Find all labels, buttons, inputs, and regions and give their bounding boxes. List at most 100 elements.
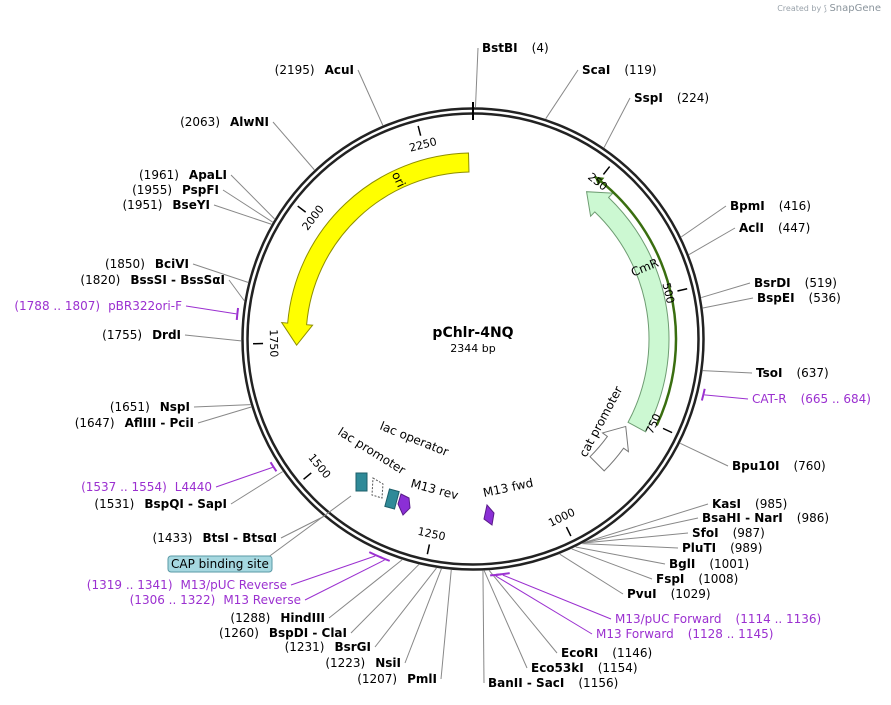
site-label-bgli[interactable]: BglI(1001) — [669, 557, 749, 571]
primer-label-cat-r[interactable]: CAT-R(665 .. 684) — [752, 392, 871, 406]
cap-site-box[interactable] — [355, 472, 368, 492]
site-label-btsi[interactable]: (1433)BtsI - BtsαI — [153, 531, 277, 545]
primer-label-l4440[interactable]: (1537 .. 1554)L4440 — [81, 480, 212, 494]
site-label-bpmi[interactable]: BpmI(416) — [730, 199, 811, 213]
site-label-kasi[interactable]: KasI(985) — [712, 497, 787, 511]
ori-feature-arrow[interactable] — [280, 152, 470, 346]
site-leader — [193, 404, 251, 408]
site-leader — [583, 532, 689, 544]
cap-binding-site-box[interactable] — [167, 555, 273, 573]
primer-label-pbr322ori-f[interactable]: (1788 .. 1807)pBR322ori-F — [14, 299, 182, 313]
site-label-bsahi[interactable]: BsaHI - NarI(986) — [702, 511, 829, 525]
tick-mark — [565, 526, 572, 537]
site-label-nsii[interactable]: (1223)NsiI — [325, 656, 401, 670]
site-label-bspdi[interactable]: (1260)BspDI - ClaI — [219, 626, 347, 640]
cmr-feature-arrow[interactable] — [585, 191, 670, 433]
primer-label-m13-puc-forward[interactable]: M13/pUC Forward(1114 .. 1136) — [615, 612, 821, 626]
site-leader — [582, 543, 679, 549]
site-label-bsrdi[interactable]: BsrDI(519) — [754, 276, 837, 290]
tick-mark — [662, 427, 673, 434]
snapgene-logo-icon: ⟆ — [823, 4, 827, 13]
site-label-hindiii[interactable]: (1288)HindIII — [230, 611, 325, 625]
lac-operator-box[interactable] — [384, 488, 400, 510]
site-label-ecori[interactable]: EcoRI(1146) — [561, 646, 652, 660]
site-label-tsoi[interactable]: TsoI(637) — [756, 366, 829, 380]
ori-label: ori — [389, 169, 408, 189]
site-label-pspfi[interactable]: (1955)PspFI — [132, 183, 219, 197]
m13-fwd-arrow[interactable] — [483, 503, 495, 526]
site-label-bseyi[interactable]: (1951)BseYI — [123, 198, 211, 212]
site-leader — [374, 567, 437, 648]
primer-mark — [700, 388, 706, 401]
m13-rev-label: M13 rev — [409, 476, 460, 502]
site-leader — [583, 517, 699, 544]
site-label-bspei[interactable]: BspEI(536) — [757, 291, 841, 305]
site-leader — [357, 69, 384, 126]
site-label-drdi[interactable]: (1755)DrdI — [102, 328, 181, 342]
site-leader — [230, 471, 283, 505]
site-label-alwni[interactable]: (2063)AlwNI — [180, 115, 269, 129]
site-leader — [571, 548, 653, 580]
site-label-acli[interactable]: AclI(447) — [739, 221, 810, 235]
plasmid-size: 2344 bp — [450, 342, 495, 355]
site-label-pluti[interactable]: PluTI(989) — [682, 541, 762, 555]
site-label-fspi[interactable]: FspI(1008) — [656, 572, 738, 586]
site-label-bsrgi[interactable]: (1231)BsrGI — [285, 640, 371, 654]
feature-arrows — [280, 152, 678, 526]
cat-promoter-arrow[interactable] — [589, 425, 630, 472]
site-label-scai[interactable]: ScaI(119) — [582, 63, 657, 77]
site-label-acui[interactable]: (2195)AcuI — [275, 63, 354, 77]
primer-leader — [495, 575, 593, 635]
site-leader — [483, 570, 528, 669]
primer-label-m13-puc-reverse[interactable]: (1319 .. 1341)M13/pUC Reverse — [87, 578, 287, 592]
site-leader — [350, 564, 420, 634]
tick-label: 500 — [659, 281, 676, 304]
primer-label-m13-forward[interactable]: M13 Forward(1128 .. 1145) — [596, 627, 773, 641]
site-label-pvui[interactable]: PvuI(1029) — [627, 587, 711, 601]
site-leader — [575, 546, 666, 565]
site-leader — [545, 69, 579, 119]
m13-rev-arrow[interactable] — [397, 493, 411, 516]
primer-leader — [502, 574, 612, 620]
lac-promoter-arrow[interactable] — [371, 477, 384, 499]
site-label-bsssi[interactable]: (1820)BssSI - BssSαI — [80, 273, 225, 287]
site-label-bstbi[interactable]: BstBI(4) — [482, 41, 549, 55]
tick-mark — [297, 205, 307, 213]
tick-mark — [677, 288, 688, 292]
site-label-bpu10i[interactable]: Bpu10I(760) — [732, 459, 826, 473]
site-leader — [680, 442, 729, 467]
tick-mark — [426, 544, 431, 555]
primer-leader — [290, 555, 376, 586]
site-label-pmli[interactable]: (1207)PmlI — [357, 672, 437, 686]
tick-label: 1750 — [267, 329, 281, 357]
site-label-banii[interactable]: BanII - SacI(1156) — [488, 676, 618, 690]
site-label-sspi[interactable]: SspI(224) — [634, 91, 709, 105]
site-label-eco53ki[interactable]: Eco53kI(1154) — [531, 661, 638, 675]
tick-label: 1250 — [417, 525, 447, 544]
site-leader — [192, 263, 249, 283]
orf-arrowhead — [594, 176, 605, 186]
primer-mark — [368, 551, 383, 559]
site-leader — [702, 297, 754, 309]
site-label-bspqi[interactable]: (1531)BspQI - SapI — [94, 497, 227, 511]
site-leader — [230, 174, 275, 220]
snapgene-credit: Created by ⟆ SnapGene — [777, 3, 881, 14]
primer-leader — [704, 394, 749, 400]
site-label-afliii[interactable]: (1647)AflIII - PciI — [75, 416, 194, 430]
site-label-nspi[interactable]: (1651)NspI — [110, 400, 190, 414]
site-label-bcivi[interactable]: (1850)BciVI — [105, 257, 189, 271]
site-leader — [280, 516, 324, 539]
site-leader — [488, 570, 558, 654]
site-leader — [559, 553, 624, 595]
site-label-sfoi[interactable]: SfoI(987) — [692, 526, 765, 540]
site-leader — [213, 204, 272, 225]
site-leader — [328, 559, 403, 619]
site-leader — [584, 503, 709, 543]
primer-mark — [490, 573, 502, 577]
primer-label-m13-reverse[interactable]: (1306 .. 1322)M13 Reverse — [130, 593, 301, 607]
site-leader — [474, 47, 479, 108]
site-label-apali[interactable]: (1961)ApaLI — [139, 168, 227, 182]
tick-label: 2250 — [408, 135, 438, 155]
tick-mark — [417, 125, 422, 136]
site-leaders — [184, 47, 754, 684]
